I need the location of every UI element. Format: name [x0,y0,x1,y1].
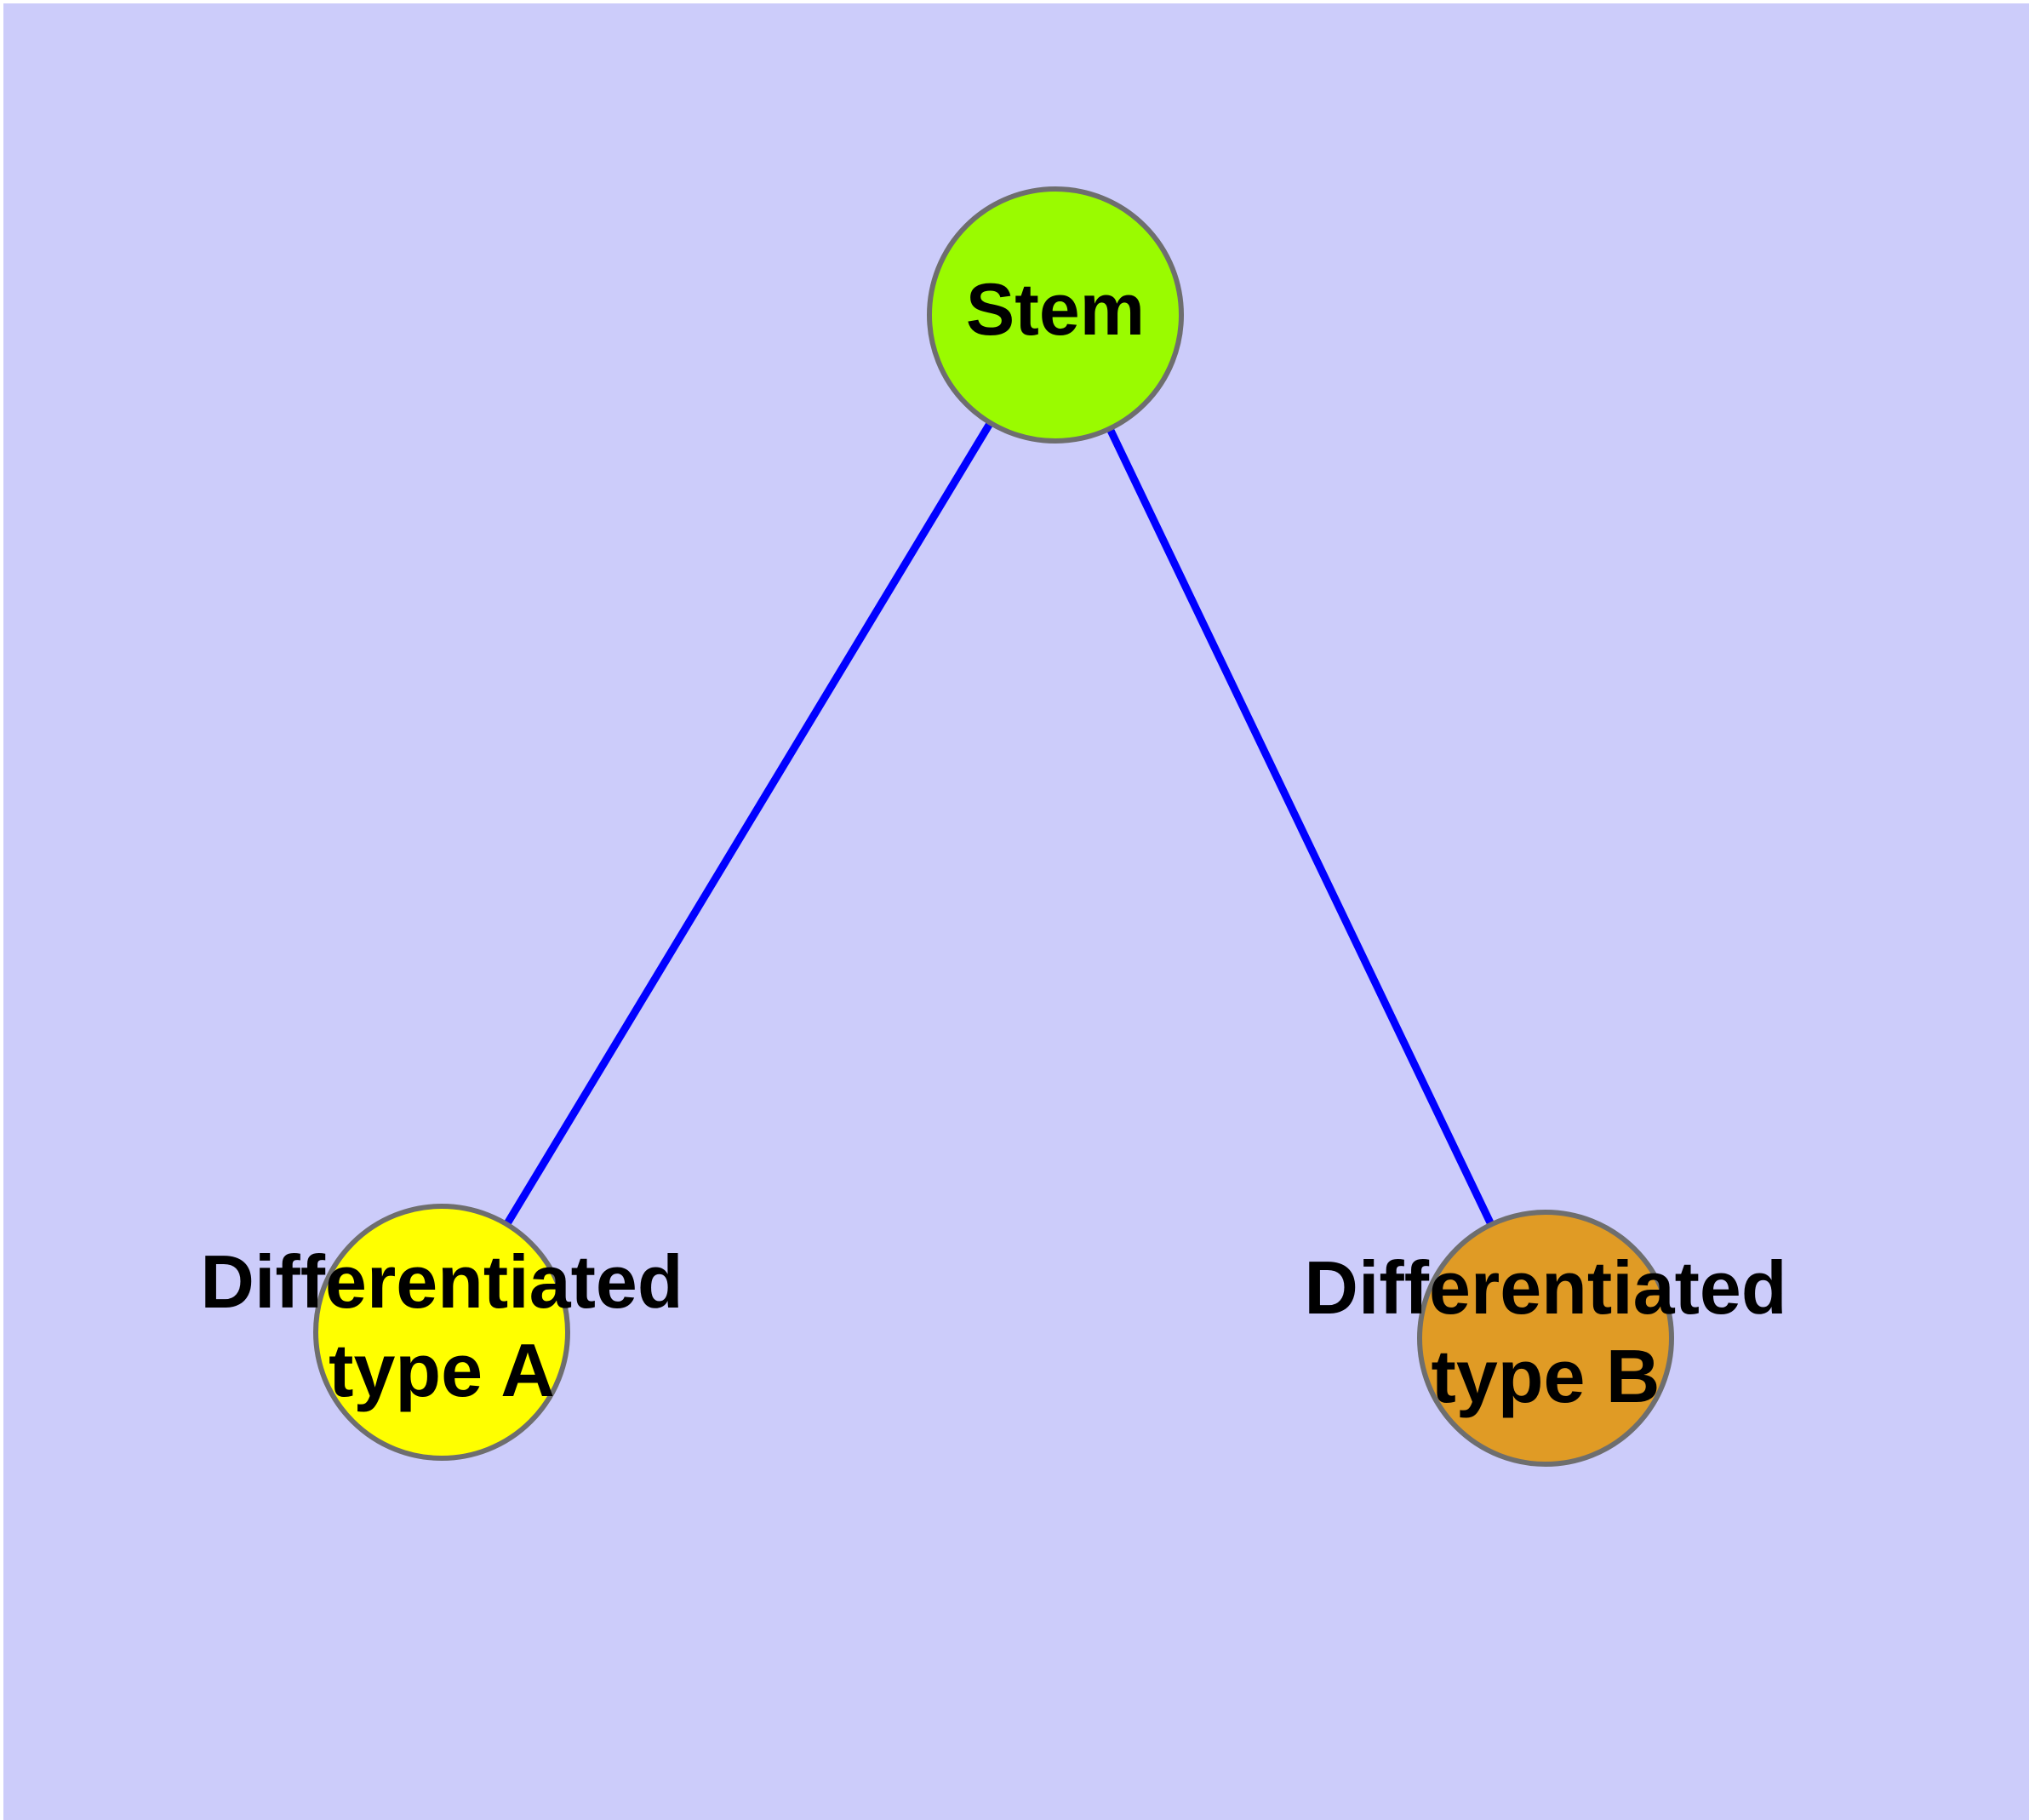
node-diff_b[interactable] [1417,1210,1674,1467]
edges-layer [438,312,1550,1340]
node-label-line: type A [329,1328,555,1412]
node-label-line: type B [1432,1334,1660,1418]
node-diff_a[interactable] [313,1204,570,1461]
nodes-layer [313,186,1674,1467]
edge-stem-diff-b[interactable] [1051,313,1550,1340]
node-stem[interactable] [927,186,1184,444]
node-label-line: Differentiated [200,1239,683,1324]
node-label-line: Stem [966,269,1145,351]
node-label-stem: Stem [966,269,1145,351]
node-label-line: Differentiated [1304,1245,1786,1330]
edge-stem-diff-a[interactable] [438,312,1059,1335]
